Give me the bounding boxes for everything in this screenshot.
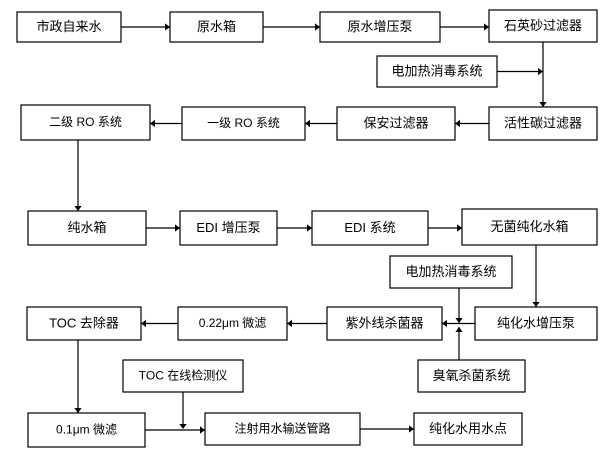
flow-edge bbox=[442, 319, 475, 328]
node-box[interactable] bbox=[336, 106, 456, 141]
node-box[interactable] bbox=[20, 104, 151, 141]
flow-node[interactable]: 一级 RO 系统 bbox=[181, 106, 306, 141]
node-box[interactable] bbox=[179, 210, 278, 246]
flow-edge bbox=[150, 119, 182, 128]
flow-node[interactable]: 无菌纯化水箱 bbox=[461, 208, 598, 246]
node-label: 注射用水输送管路 bbox=[234, 421, 330, 436]
node-box[interactable] bbox=[181, 106, 306, 141]
flow-node[interactable]: 活性碳过滤器 bbox=[488, 106, 598, 141]
node-label: EDI 系统 bbox=[344, 220, 395, 235]
node-layer: 市政自来水原水箱原水增压泵石英砂过滤器电加热消毒系统活性碳过滤器保安过滤器一级 … bbox=[16, 9, 598, 448]
edge-layer bbox=[74, 23, 547, 434]
node-box[interactable] bbox=[27, 210, 147, 246]
flow-edge bbox=[277, 224, 312, 232]
flow-edge bbox=[145, 426, 205, 434]
flow-node[interactable]: 保安过滤器 bbox=[336, 106, 456, 141]
flow-edge bbox=[428, 224, 462, 232]
node-box[interactable] bbox=[122, 359, 244, 393]
flow-edge bbox=[497, 67, 543, 76]
node-label: 活性碳过滤器 bbox=[504, 115, 582, 130]
node-box[interactable] bbox=[488, 9, 598, 43]
node-label: 电加热消毒系统 bbox=[391, 63, 482, 78]
node-box[interactable] bbox=[169, 11, 264, 43]
node-box[interactable] bbox=[376, 55, 498, 88]
node-label: 纯化水用水点 bbox=[429, 421, 507, 436]
flow-edge bbox=[146, 224, 180, 232]
node-label: 市政自来水 bbox=[36, 19, 101, 34]
flow-edge bbox=[263, 23, 320, 31]
flow-edge bbox=[179, 392, 187, 429]
flow-edge bbox=[121, 23, 170, 31]
flow-edge bbox=[141, 319, 178, 328]
flow-node[interactable]: 纯化水用水点 bbox=[413, 412, 523, 446]
node-label: 原水增压泵 bbox=[347, 19, 412, 34]
node-label: 无菌纯化水箱 bbox=[490, 219, 568, 234]
flow-edge bbox=[539, 42, 547, 107]
flow-node[interactable]: EDI 系统 bbox=[311, 210, 429, 246]
node-box[interactable] bbox=[311, 210, 429, 246]
node-label: 臭氧杀菌系统 bbox=[432, 368, 510, 383]
flow-edge bbox=[440, 23, 489, 31]
node-box[interactable] bbox=[488, 106, 598, 141]
node-label: 二级 RO 系统 bbox=[49, 115, 122, 129]
flow-node[interactable]: 石英砂过滤器 bbox=[488, 9, 598, 43]
node-label: 电加热消毒系统 bbox=[405, 264, 496, 279]
flow-node[interactable]: 二级 RO 系统 bbox=[20, 104, 151, 141]
flow-node[interactable]: 注射用水输送管路 bbox=[204, 412, 361, 446]
flow-node[interactable]: 0.22μm 微滤 bbox=[177, 306, 288, 341]
flow-node[interactable]: 原水箱 bbox=[169, 11, 264, 43]
node-label: 保安过滤器 bbox=[363, 115, 428, 130]
flow-node[interactable]: 紫外线杀菌器 bbox=[326, 306, 443, 341]
flow-node[interactable]: 电加热消毒系统 bbox=[376, 55, 498, 88]
node-label: 原水箱 bbox=[197, 19, 236, 34]
node-box[interactable] bbox=[474, 306, 598, 341]
flow-node[interactable]: TOC 在线检测仪 bbox=[122, 359, 244, 393]
flow-edge bbox=[455, 288, 463, 323]
flow-node[interactable]: 臭氧杀菌系统 bbox=[417, 359, 526, 393]
node-label: 纯化水增压泵 bbox=[497, 315, 575, 330]
node-label: EDI 增压泵 bbox=[196, 220, 260, 235]
node-box[interactable] bbox=[461, 208, 598, 246]
flow-node[interactable]: 市政自来水 bbox=[16, 11, 122, 43]
node-box[interactable] bbox=[326, 306, 443, 341]
flow-node[interactable]: 纯化水增压泵 bbox=[474, 306, 598, 341]
flow-edge bbox=[305, 119, 337, 128]
flow-edge bbox=[74, 340, 82, 413]
node-label: 0.22μm 微滤 bbox=[199, 316, 267, 330]
flow-node[interactable]: EDI 增压泵 bbox=[179, 210, 278, 246]
flow-edge bbox=[455, 119, 489, 128]
flow-node[interactable]: TOC 去除器 bbox=[26, 306, 142, 341]
node-box[interactable] bbox=[16, 11, 122, 43]
node-label: 石英砂过滤器 bbox=[504, 18, 582, 33]
flow-node[interactable]: 纯水箱 bbox=[27, 210, 147, 246]
flow-edge bbox=[360, 425, 414, 433]
flow-edge bbox=[287, 319, 327, 328]
node-box[interactable] bbox=[417, 359, 526, 393]
flow-edge bbox=[532, 245, 540, 307]
node-label: 一级 RO 系统 bbox=[207, 116, 280, 130]
flow-edge bbox=[455, 327, 463, 360]
node-label: 0.1μm 微滤 bbox=[56, 423, 117, 437]
flow-node[interactable]: 电加热消毒系统 bbox=[389, 255, 513, 289]
node-box[interactable] bbox=[389, 255, 513, 289]
node-label: TOC 在线检测仪 bbox=[139, 368, 227, 383]
node-label: TOC 去除器 bbox=[49, 315, 119, 330]
node-label: 纯水箱 bbox=[67, 220, 106, 235]
flow-node[interactable]: 原水增压泵 bbox=[319, 11, 441, 43]
node-box[interactable] bbox=[204, 412, 361, 446]
node-box[interactable] bbox=[413, 412, 523, 446]
node-box[interactable] bbox=[319, 11, 441, 43]
flow-edge bbox=[74, 140, 82, 211]
node-box[interactable] bbox=[27, 412, 146, 448]
flow-node[interactable]: 0.1μm 微滤 bbox=[27, 412, 146, 448]
node-label: 紫外线杀菌器 bbox=[345, 315, 423, 330]
node-box[interactable] bbox=[26, 306, 142, 341]
node-box[interactable] bbox=[177, 306, 288, 341]
